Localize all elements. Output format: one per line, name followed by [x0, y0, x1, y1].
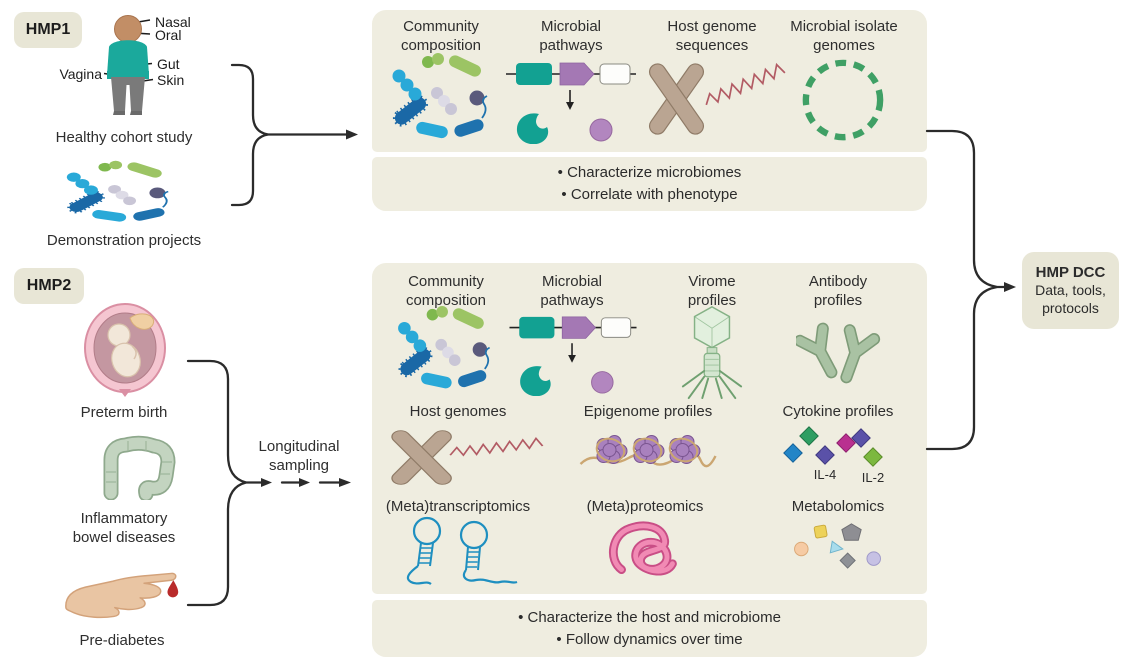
- healthy-cohort-caption: Healthy cohort study: [55, 129, 193, 146]
- gene-pathway-icon: [506, 62, 636, 144]
- hmp1-brace: [230, 63, 269, 207]
- hmp1-badge-label: HMP1: [25, 21, 71, 38]
- hmp2-brace: [186, 359, 247, 607]
- hmp2-r3c3-label: Metabolomics: [791, 498, 885, 515]
- colon-icon: [103, 435, 176, 500]
- fetus-icon: [84, 303, 166, 397]
- antibody-icon: [796, 322, 881, 384]
- hmp2-r2c2-label: Epigenome profiles: [583, 403, 713, 420]
- hmp2-r3c1-label: (Meta)transcriptomics: [385, 498, 531, 515]
- longitudinal-sampling-label: Longitudinal sampling: [258, 438, 340, 474]
- hmp1-goals-panel: [372, 157, 927, 211]
- hmp1-goal-2: • Correlate with phenotype: [561, 186, 738, 203]
- bacteriophage-icon: [681, 306, 743, 400]
- hmp2-goal-2: • Follow dynamics over time: [556, 630, 743, 648]
- chromosome-dna-icon: [391, 430, 544, 485]
- hmp-dcc-box: HMP DCC Data, tools, protocols: [1022, 252, 1119, 329]
- il2-label: IL-2: [862, 470, 884, 484]
- output-brace: [925, 129, 998, 451]
- hmp2-r1c4-label: Antibody profiles: [808, 273, 868, 309]
- hmp1-badge: HMP1: [14, 12, 82, 48]
- hmp2-badge: HMP2: [14, 268, 84, 304]
- site-label-oral: Oral: [155, 27, 182, 43]
- microbes-icon: [66, 160, 169, 222]
- hmp1-col4-label: Microbial isolate genomes: [790, 18, 898, 54]
- hmp2-r3c2-label: (Meta)proteomics: [586, 498, 704, 515]
- hmp1-col3-label: Host genome sequences: [667, 18, 757, 54]
- demonstration-projects-caption: Demonstration projects: [46, 232, 202, 249]
- site-label-gut: Gut: [157, 56, 180, 72]
- hmp2-goals-panel: [372, 600, 927, 657]
- hmp2-r1c2-label: Microbial pathways: [540, 273, 604, 309]
- hmp1-col1-label: Community composition: [400, 18, 482, 54]
- hmp1-goal-1: • Characterize microbiomes: [557, 164, 742, 181]
- hmp-dcc-subtitle: Data, tools, protocols: [1035, 282, 1106, 316]
- finger-blood-icon: [65, 572, 179, 619]
- il4-label: IL-4: [814, 467, 836, 482]
- hmp2-badge-label: HMP2: [26, 277, 72, 294]
- hmp2-r2c3-label: Cytokine profiles: [782, 403, 894, 420]
- pre-diabetes-label: Pre-diabetes: [79, 632, 165, 649]
- hmp2-r1c1-label: Community composition: [405, 273, 487, 309]
- hmp2-goal-1: • Characterize the host and microbiome: [518, 608, 781, 626]
- gene-pathway-icon: [509, 316, 637, 396]
- rna-hairpin-icon: [406, 516, 518, 585]
- nucleosome-icon: [579, 435, 717, 468]
- microbes-icon: [392, 53, 488, 139]
- blood-drop-icon: [167, 580, 179, 598]
- hmp2-r2c1-label: Host genomes: [409, 403, 507, 420]
- chromosome-dna-icon: [648, 62, 786, 135]
- site-label-skin: Skin: [157, 72, 185, 88]
- cytokine-diamonds-icon: IL-4 IL-2: [783, 426, 884, 484]
- ibd-label: Inflammatory bowel diseases: [72, 510, 176, 546]
- hmp1-arrowhead: [346, 129, 358, 140]
- hmp2-goals: • Characterize the host and microbiome •…: [372, 600, 927, 657]
- hmp1-goals: • Characterize microbiomes • Correlate w…: [372, 157, 927, 211]
- circular-genome-icon: [802, 59, 884, 141]
- output-arrowhead: [1004, 282, 1016, 292]
- hmp-dcc-title: HMP DCC: [1035, 264, 1106, 281]
- preterm-birth-label: Preterm birth: [80, 404, 168, 421]
- hmp1-col2-label: Microbial pathways: [539, 18, 603, 54]
- metabolite-shapes-icon: [794, 523, 881, 569]
- microbes-icon: [398, 305, 491, 389]
- protein-tangle-icon: [608, 521, 677, 576]
- hmp2-r1c3-label: Virome profiles: [687, 273, 737, 309]
- site-label-nasal: Nasal: [155, 14, 191, 30]
- site-label-vagina: Vagina: [59, 66, 102, 82]
- human-body-icon: [107, 15, 149, 115]
